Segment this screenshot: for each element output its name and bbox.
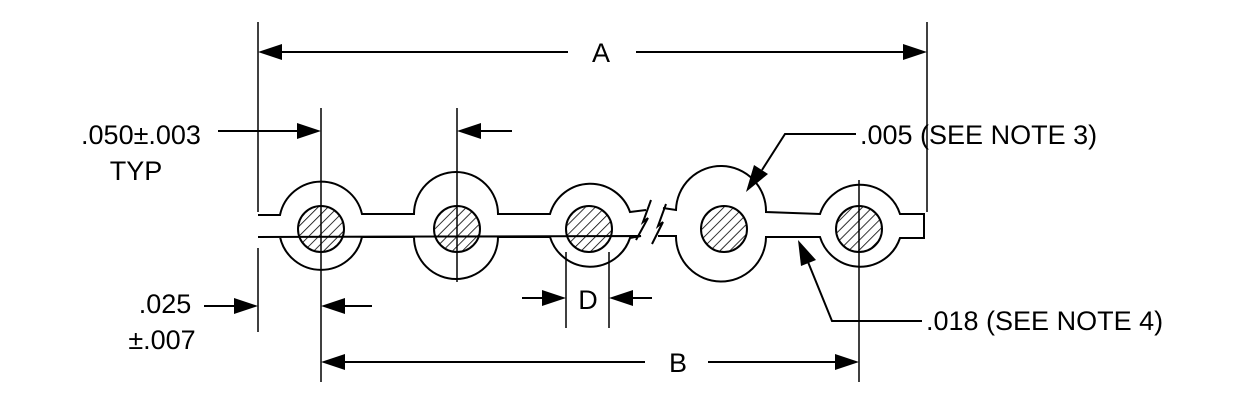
conductor-1	[297, 205, 345, 253]
edge-label-line2: ±.007	[128, 325, 195, 355]
dimension-a-label: A	[592, 38, 610, 68]
edge-label-line1: .025	[139, 289, 192, 319]
conductors	[297, 205, 883, 253]
pitch-label-line1: .050±.003	[81, 120, 201, 150]
dimension-pitch: .050±.003 TYP	[81, 120, 512, 186]
note-4-label: .018 (SEE NOTE 4)	[926, 306, 1163, 336]
dimension-d: D	[522, 285, 652, 315]
dimension-d-label: D	[578, 285, 598, 315]
note-3-callout: .005 (SEE NOTE 3)	[746, 120, 1097, 192]
cable-outline	[257, 165, 925, 283]
conductor-5	[835, 205, 883, 253]
dimension-edge: .025 ±.007	[128, 289, 372, 355]
pitch-label-line2: TYP	[110, 156, 163, 186]
dimension-a: A	[258, 38, 927, 68]
conductor-2	[433, 205, 481, 253]
conductor-3	[565, 205, 613, 253]
note-4-callout: .018 (SEE NOTE 4)	[798, 240, 1163, 336]
note-3-label: .005 (SEE NOTE 3)	[860, 120, 1097, 150]
break-symbol	[635, 199, 667, 245]
dimension-b: B	[321, 348, 859, 378]
dimension-b-label: B	[669, 348, 687, 378]
conductor-4	[700, 205, 748, 253]
